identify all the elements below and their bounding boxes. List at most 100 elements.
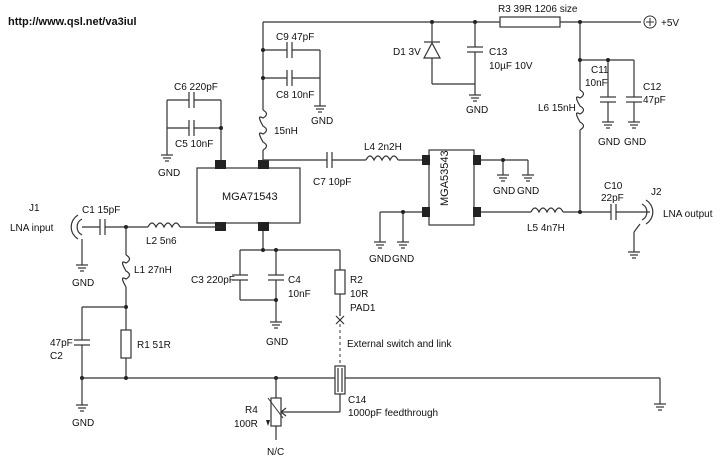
gnd-label: GND [72, 418, 94, 429]
gnd-label: GND [311, 116, 333, 127]
r4-value: 100R [234, 419, 258, 430]
c13-value: 10µF 10V [489, 61, 533, 72]
u2-label: MGA53543 [439, 150, 451, 206]
input-label: LNA input [10, 223, 54, 234]
amplifier-mga53543: MGA53543 [422, 149, 481, 226]
gnd-label: GND [72, 278, 94, 289]
resistor-r1: R1 51R [120, 329, 171, 378]
amplifier-mga71543: MGA71543 [196, 160, 301, 231]
c13-label: C13 [489, 47, 508, 58]
resistor-r2: R2 10R PAD1 [334, 269, 376, 325]
gnd-label: GND [624, 137, 646, 148]
c2-label: C2 [50, 351, 63, 362]
c6-label: C6 220pF [174, 82, 218, 93]
r2-value: 10R [350, 289, 368, 300]
gnd-label: GND [158, 168, 180, 179]
inductor-l3: 15nH [258, 109, 298, 163]
c8-label: C8 10nF [276, 90, 314, 101]
resistor-r3: R3 39R 1206 size [498, 4, 578, 28]
capacitor-c6: C6 220pF [167, 82, 221, 108]
l1-label: L1 27nH [134, 265, 172, 276]
l5-label: L5 4n7H [527, 223, 565, 234]
capacitor-c12: C12 47pF [626, 60, 666, 122]
input-connector-j1: J1 LNA input GND [10, 203, 94, 289]
capacitor-c5: C5 10nF [166, 100, 223, 163]
plus-5v-terminal: +5V [643, 15, 679, 29]
capacitor-c11: C11 10nF [580, 58, 634, 122]
ground-symbol: GND [598, 121, 620, 148]
j2-label: J2 [651, 187, 662, 198]
r1-label: R1 51R [137, 340, 171, 351]
ground-symbol: GND [266, 321, 288, 348]
ground-symbol: GND [369, 241, 391, 265]
zener-diode-d1: D1 3V [393, 22, 475, 85]
capacitor-c2: 47pF C2 [50, 306, 126, 378]
c9-label: C9 47pF [276, 32, 314, 43]
ground-rail: GND [72, 376, 666, 429]
gnd-label: GND [392, 254, 414, 265]
capacitor-c3: C3 220pF [191, 274, 276, 301]
switch-note: External switch and link [347, 339, 452, 350]
capacitor-c7: C7 10pF [263, 152, 366, 188]
c10-value: 22pF [601, 193, 624, 204]
d1-label: D1 3V [393, 47, 421, 58]
gnd-label: GND [493, 186, 515, 197]
header-url: http://www.qsl.net/va3iul [8, 16, 137, 28]
c10-label: C10 [604, 181, 623, 192]
l4-label: L4 2n2H [364, 142, 402, 153]
gnd-label: GND [517, 186, 539, 197]
potentiometer-r4: R4 100R N/C [234, 378, 287, 458]
inductor-l2: L2 5n6 [146, 222, 215, 247]
c14-label: C14 [348, 395, 367, 406]
inductor-l5: L5 4n7H [481, 207, 611, 234]
supply-rail [262, 20, 641, 110]
j1-label: J1 [29, 203, 40, 214]
inductor-l4: L4 2n2H [364, 142, 423, 162]
ground-symbol: GND [624, 121, 646, 148]
u1-bias-wiring [239, 231, 341, 275]
supply-label: +5V [661, 18, 679, 29]
nc-label: N/C [267, 447, 284, 458]
r2-pad: PAD1 [350, 303, 376, 314]
c4-value: 10nF [288, 289, 311, 300]
l2-label: L2 5n6 [146, 236, 177, 247]
r2-label: R2 [350, 275, 363, 286]
inductor-l1: L1 27nH [121, 227, 172, 330]
gnd-label: GND [266, 337, 288, 348]
capacitor-c1: C1 15pF [82, 205, 148, 235]
ground-symbol: GND [311, 105, 333, 127]
output-label: LNA output [663, 209, 713, 220]
ground-symbol: GND [466, 94, 488, 116]
gnd-label: GND [598, 137, 620, 148]
inductor-l6: L6 15nH [538, 22, 585, 212]
ground-symbol: GND [493, 174, 515, 197]
gnd-label: GND [369, 254, 391, 265]
capacitor-c4: C4 10nF [268, 274, 311, 322]
u1-label: MGA71543 [222, 191, 278, 203]
l6-label: L6 15nH [538, 103, 576, 114]
c2-value: 47pF [50, 338, 73, 349]
capacitor-c13: C13 10µF 10V [467, 22, 533, 95]
c11-value: 10nF [585, 78, 608, 89]
c5-label: C5 10nF [175, 139, 213, 150]
capacitor-c8: C8 10nF [261, 48, 320, 101]
ground-symbol: GND [158, 154, 180, 179]
output-connector-j2: J2 LNA output [628, 187, 713, 259]
c1-label: C1 15pF [82, 205, 120, 216]
external-switch-link: External switch and link [339, 324, 452, 366]
c3-label: C3 220pF [191, 275, 235, 286]
ground-symbol: GND [392, 241, 414, 265]
c14-value: 1000pF feedthrough [348, 408, 438, 419]
u2-left-ground-wiring [379, 210, 422, 242]
c7-label: C7 10pF [313, 177, 351, 188]
l3-label: 15nH [274, 126, 298, 137]
c12-value: 47pF [643, 95, 666, 106]
ground-symbol: GND [517, 174, 539, 197]
r3-label: R3 39R 1206 size [498, 4, 578, 15]
c12-label: C12 [643, 82, 662, 93]
c4-label: C4 [288, 275, 301, 286]
gnd-label: GND [466, 105, 488, 116]
capacitor-c10: C10 22pF [601, 181, 650, 220]
